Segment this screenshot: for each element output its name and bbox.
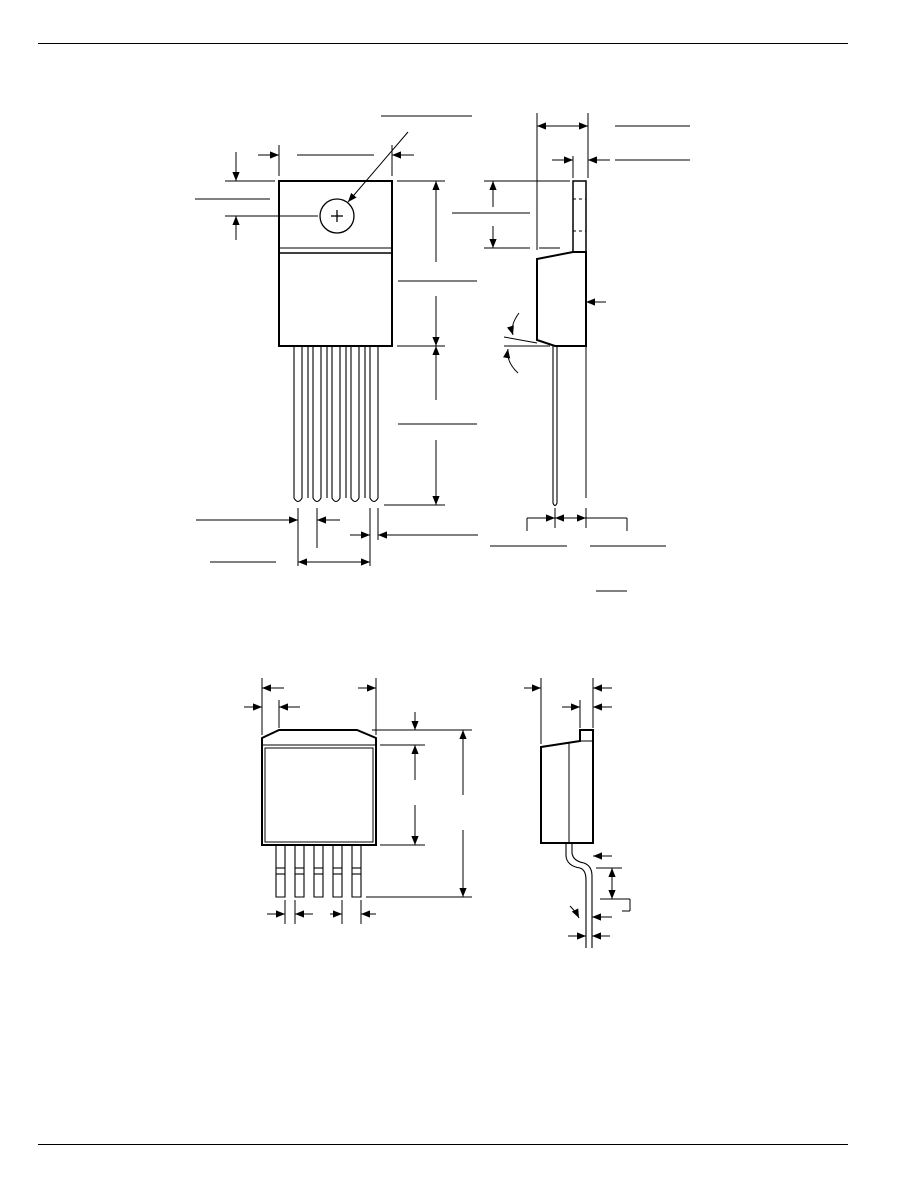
leads	[294, 346, 378, 502]
top-rule	[38, 43, 848, 44]
smd-body	[262, 730, 376, 845]
mounting-hole	[320, 199, 354, 233]
smd-leads	[276, 845, 361, 897]
package-body	[279, 181, 392, 346]
bottom-rule	[38, 1144, 848, 1145]
front-view-bottom	[244, 678, 472, 924]
side-view-top	[452, 113, 690, 591]
front-view-top	[195, 116, 478, 566]
side-view-bottom	[524, 678, 630, 948]
smd-side-body	[541, 730, 593, 843]
side-body	[537, 252, 586, 346]
